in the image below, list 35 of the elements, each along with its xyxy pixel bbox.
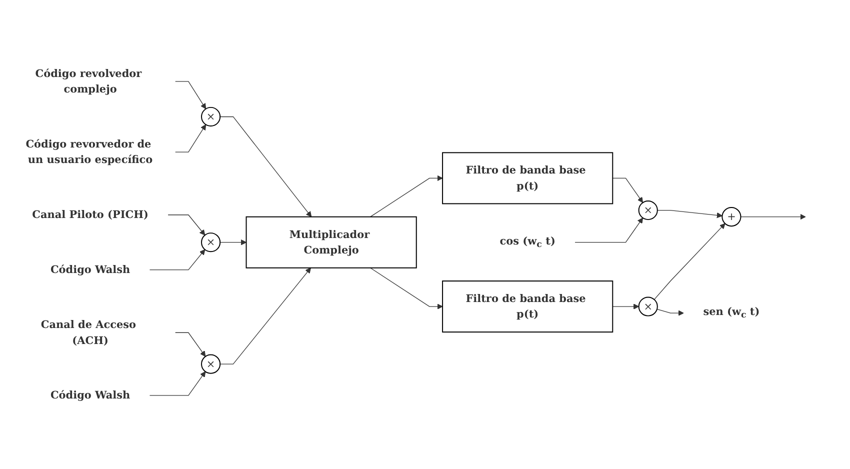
node-circle: ×: [201, 232, 221, 252]
arrow: [149, 249, 206, 270]
node-box: Filtro de banda base p(t): [442, 280, 614, 333]
arrow: [149, 371, 206, 396]
node-box: Filtro de banda base p(t): [442, 152, 614, 204]
arrow: [740, 214, 806, 220]
node-circle: ×: [638, 296, 658, 316]
node-circle: ×: [201, 354, 221, 374]
arrow: [574, 218, 644, 243]
node-box: Multiplicador Complejo: [246, 216, 417, 268]
node-text: Canal Piloto (PICH): [32, 208, 148, 221]
node-circle: ×: [638, 200, 658, 220]
arrow: [612, 178, 644, 203]
arrow: [175, 332, 206, 357]
node-text: cos (w$_{c}$ t): [500, 234, 556, 250]
node-text: Código Walsh: [50, 388, 130, 402]
arrow: [656, 308, 684, 316]
arrow: [175, 81, 206, 110]
node-text: Código revolvedor complejo: [35, 67, 142, 96]
node-circle: ×: [201, 106, 221, 127]
node-text: Código Walsh: [50, 263, 130, 276]
node-text: Código revorvedor de un usuario específico: [26, 138, 153, 166]
arrow: [220, 239, 247, 246]
arrow: [220, 116, 312, 218]
node-text: Canal de Acceso (ACH): [40, 318, 136, 346]
arrow: [370, 175, 443, 218]
node-text: sen (w$_{c}$ t): [703, 305, 760, 320]
arrow: [220, 268, 311, 364]
arrow: [370, 268, 443, 310]
arrow: [654, 223, 726, 300]
arrow: [612, 304, 640, 310]
arrow: [175, 124, 206, 152]
arrow: [657, 210, 722, 218]
node-circle: +: [722, 207, 742, 227]
arrow: [168, 214, 206, 236]
